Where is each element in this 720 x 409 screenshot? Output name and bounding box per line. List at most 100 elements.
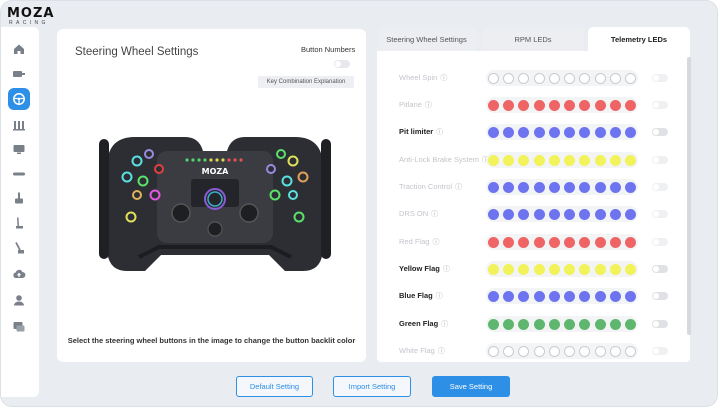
led-dot[interactable] (548, 345, 560, 357)
sidebar-item-handbrake[interactable] (8, 187, 30, 209)
default-setting-button[interactable]: Default Setting (236, 376, 313, 397)
sidebar-item-dashboard[interactable] (8, 138, 30, 160)
led-dot[interactable] (548, 72, 560, 84)
led-dot[interactable] (518, 99, 530, 111)
info-icon[interactable]: ⓘ (441, 321, 449, 328)
led-dot[interactable] (503, 345, 515, 357)
save-setting-button[interactable]: Save Setting (432, 376, 510, 397)
led-dot[interactable] (533, 99, 545, 111)
led-dot[interactable] (624, 318, 636, 330)
led-dot[interactable] (564, 126, 576, 138)
led-dot[interactable] (594, 126, 606, 138)
tab-steering-wheel-settings[interactable]: Steering Wheel Settings (377, 27, 476, 51)
sidebar-item-shifter[interactable] (8, 163, 30, 185)
led-dot[interactable] (488, 181, 499, 193)
led-dot[interactable] (624, 236, 636, 248)
led-dot[interactable] (624, 72, 636, 84)
led-dot[interactable] (564, 318, 576, 330)
led-dot[interactable] (518, 208, 530, 220)
led-dot[interactable] (488, 72, 499, 84)
led-dot[interactable] (609, 263, 621, 275)
led-dot[interactable] (533, 236, 545, 248)
led-dot[interactable] (624, 208, 636, 220)
sidebar-item-sequential-shifter[interactable] (8, 212, 30, 234)
led-dot[interactable] (548, 263, 560, 275)
led-dot[interactable] (533, 345, 545, 357)
led-dot[interactable] (579, 126, 591, 138)
led-dot[interactable] (488, 345, 499, 357)
led-dot[interactable] (564, 181, 576, 193)
import-setting-button[interactable]: Import Setting (333, 376, 411, 397)
telemetry-toggle[interactable] (652, 183, 668, 191)
led-dot[interactable] (594, 263, 606, 275)
sidebar-item-steering-wheel[interactable] (8, 88, 30, 110)
led-dot[interactable] (488, 318, 499, 330)
led-dot[interactable] (594, 99, 606, 111)
led-dot[interactable] (609, 72, 621, 84)
led-dot[interactable] (503, 208, 515, 220)
led-dot[interactable] (564, 208, 576, 220)
telemetry-toggle[interactable] (652, 74, 668, 82)
info-icon[interactable]: ⓘ (440, 75, 448, 82)
led-dot[interactable] (609, 99, 621, 111)
led-dot[interactable] (488, 290, 499, 302)
led-dot[interactable] (609, 345, 621, 357)
led-dot[interactable] (609, 290, 621, 302)
led-dot[interactable] (579, 99, 591, 111)
info-icon[interactable]: ⓘ (482, 157, 489, 164)
led-dot[interactable] (533, 290, 545, 302)
led-dot[interactable] (488, 99, 499, 111)
led-dot[interactable] (609, 154, 621, 166)
led-dot[interactable] (609, 318, 621, 330)
info-icon[interactable]: ⓘ (424, 102, 432, 109)
led-dot[interactable] (503, 236, 515, 248)
telemetry-toggle[interactable] (652, 238, 668, 246)
led-dot[interactable] (503, 126, 515, 138)
led-dot[interactable] (548, 154, 560, 166)
led-dot[interactable] (564, 99, 576, 111)
led-dot[interactable] (518, 263, 530, 275)
tab-rpm-leds[interactable]: RPM LEDs (482, 27, 584, 51)
led-dot[interactable] (579, 181, 591, 193)
led-dot[interactable] (579, 345, 591, 357)
telemetry-toggle[interactable] (652, 128, 668, 136)
led-dot[interactable] (594, 154, 606, 166)
button-numbers-toggle[interactable] (334, 60, 350, 68)
led-dot[interactable] (548, 181, 560, 193)
info-icon[interactable]: ⓘ (432, 239, 440, 246)
led-dot[interactable] (594, 345, 606, 357)
led-dot[interactable] (503, 72, 515, 84)
led-dot[interactable] (579, 72, 591, 84)
led-dot[interactable] (564, 236, 576, 248)
info-icon[interactable]: ⓘ (436, 129, 444, 136)
led-dot[interactable] (518, 345, 530, 357)
led-dot[interactable] (518, 72, 530, 84)
led-dot[interactable] (533, 181, 545, 193)
led-dot[interactable] (594, 236, 606, 248)
led-dot[interactable] (503, 263, 515, 275)
led-dot[interactable] (624, 181, 636, 193)
led-dot[interactable] (624, 126, 636, 138)
led-dot[interactable] (579, 154, 591, 166)
led-dot[interactable] (594, 318, 606, 330)
info-icon[interactable]: ⓘ (437, 348, 445, 355)
telemetry-toggle[interactable] (652, 320, 668, 328)
led-dot[interactable] (564, 290, 576, 302)
led-dot[interactable] (518, 154, 530, 166)
led-dot[interactable] (579, 263, 591, 275)
led-dot[interactable] (533, 208, 545, 220)
sidebar-item-pedals[interactable] (8, 114, 30, 136)
led-dot[interactable] (533, 263, 545, 275)
led-dot[interactable] (624, 154, 636, 166)
led-dot[interactable] (488, 236, 499, 248)
led-dot[interactable] (594, 208, 606, 220)
led-dot[interactable] (533, 72, 545, 84)
sidebar-item-home[interactable] (8, 38, 30, 60)
telemetry-toggle[interactable] (652, 292, 668, 300)
tab-telemetry-leds[interactable]: Telemetry LEDs (588, 27, 690, 51)
led-dot[interactable] (533, 318, 545, 330)
led-dot[interactable] (564, 154, 576, 166)
info-icon[interactable]: ⓘ (442, 266, 450, 273)
led-dot[interactable] (594, 290, 606, 302)
led-dot[interactable] (609, 236, 621, 248)
